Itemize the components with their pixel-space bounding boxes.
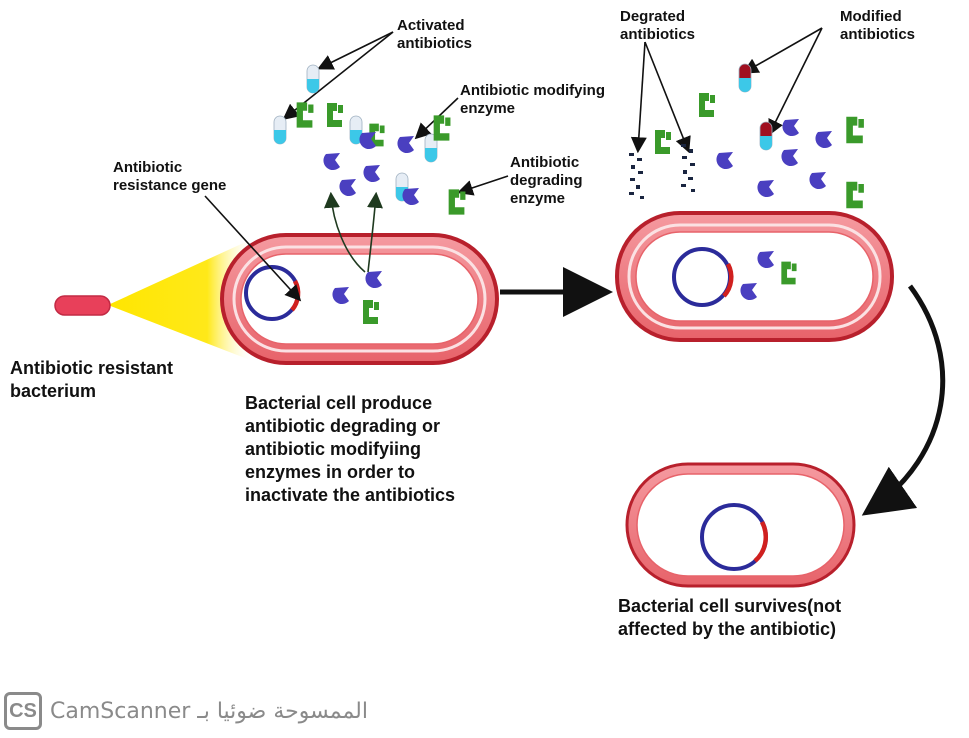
degrading-enzyme-icon [448,189,466,215]
degrading-enzyme-icon [433,115,451,141]
modifying-enzyme-icon [332,287,349,305]
degrading-enzyme-icon [369,123,385,147]
degrading-enzyme-icon [363,300,379,324]
light-beam [108,240,250,360]
label-degrated-antibiotics: Degrated antibiotics [620,8,696,43]
modifying-enzyme-icon [809,172,826,190]
degrading-enzyme-icon [846,116,864,144]
process-arrow-down [861,284,946,516]
degrading-enzyme-icon [655,130,671,154]
antibiotic-capsule-icon [273,115,287,145]
camscanner-watermark: CS CamScanner الممسوحة ضوئيا بـ [4,688,368,734]
secretion-arrow-right [367,191,383,273]
label-modified-antibiotics: Modified antibiotics [840,8,916,43]
label-antibiotic-resistance-gene: Antibiotic resistance gene [113,159,227,194]
modifying-enzyme-icon [757,180,774,198]
bacterial-cell-1 [220,233,499,365]
label-antibiotic-degrading-enzyme: Antibiotic degrading enzyme [510,154,583,207]
pointer-lines [204,27,823,302]
modifying-enzyme-icon [323,153,340,171]
label-bacterial-cell-survives: Bacterial cell survives(not affected by … [618,596,842,639]
modifying-enzyme-icon [815,131,832,149]
modifying-enzyme-icon [740,283,757,301]
modifying-enzyme-icon [365,271,382,289]
antibiotic-capsule-icon [306,64,320,94]
modifying-enzyme-icon [339,179,356,197]
antibiotic-capsule-icon [759,121,773,151]
modifying-enzyme-icon [402,188,419,206]
antibiotic-capsule-icon [738,63,752,93]
degrading-enzyme-icon [781,261,797,285]
modifying-enzyme-icon [757,251,774,269]
secretion-arrow-left [323,191,366,273]
label-antibiotic-modifying-enzyme: Antibiotic modifying enzyme [460,82,605,117]
bacterial-cell-2 [615,211,894,342]
small-bacterium-icon [54,295,111,316]
modifying-enzyme-icon [781,149,798,167]
modifying-enzyme-icon [359,132,376,150]
modifying-enzyme-icon [397,136,414,154]
modifying-enzyme-icon [716,152,733,170]
modifying-enzyme-icon [782,119,799,137]
label-activated-antibiotics: Activated antibiotics [397,17,473,52]
degrading-enzyme-icon [296,102,314,128]
camscanner-text: CamScanner الممسوحة ضوئيا بـ [50,698,368,724]
molecule-layer [273,63,864,324]
degrading-enzyme-icon [327,103,343,127]
gene-cell-3 [753,520,768,563]
camscanner-logo-icon: CS [4,692,42,730]
degrading-enzyme-icon [699,93,715,117]
label-antibiotic-resistant-bacterium: Antibiotic resistant bacterium [10,358,174,401]
bacterial-cell-3 [625,462,856,588]
antibiotic-capsule-icon [424,133,438,163]
label-process-description: Bacterial cell produce antibiotic degrad… [245,393,456,505]
modifying-enzyme-icon [363,165,380,183]
gene-cell-2 [722,262,734,298]
antibiotic-capsule-icon [349,115,363,145]
degrading-enzyme-icon [846,181,864,209]
degraded-antibiotics [629,144,695,199]
